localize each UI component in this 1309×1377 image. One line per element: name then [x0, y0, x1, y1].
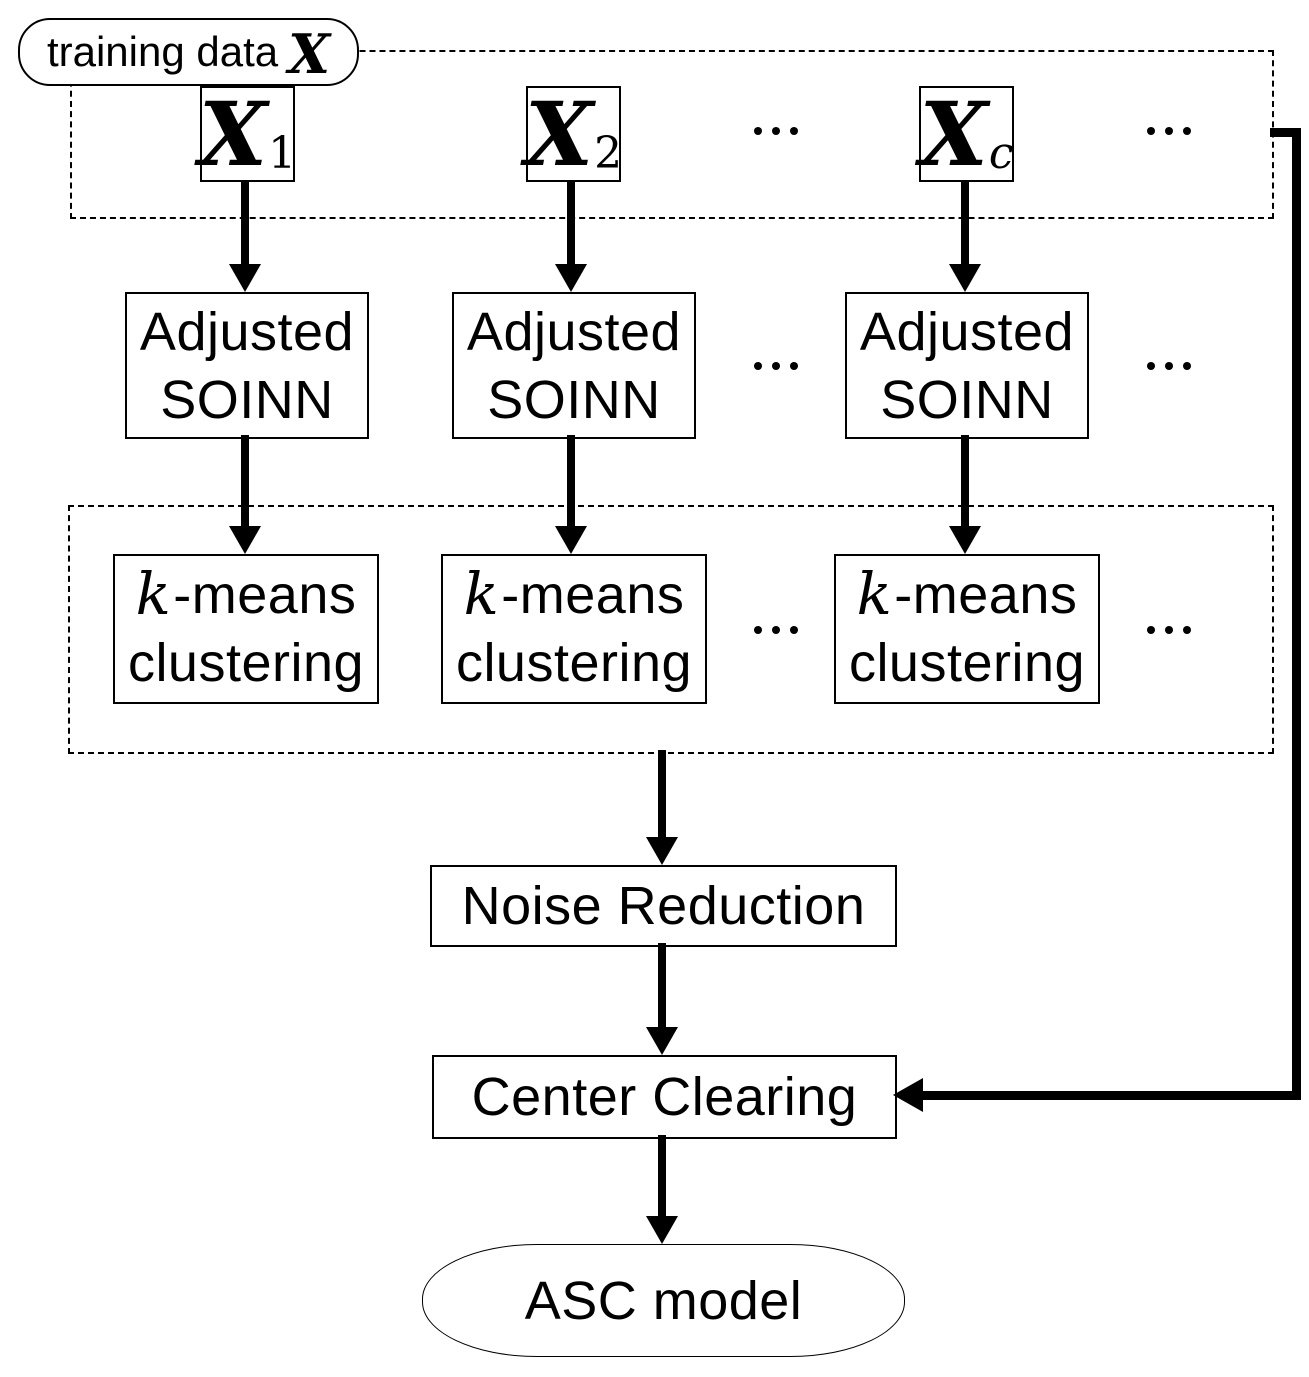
partition-subscript: c: [988, 128, 1014, 179]
dot: [1147, 626, 1155, 634]
arrow-partition3-to-soinn3-shaft: [961, 178, 969, 266]
arrow-kmeans-to-noise-shaft: [658, 750, 666, 839]
asc-model-label: ASC model: [524, 1270, 803, 1331]
feedback-line-top-segment: [1270, 128, 1301, 137]
ellipsis-row1-mid: [754, 127, 798, 135]
kmeans-line2: clustering: [127, 633, 365, 693]
arrow-soinn2-to-kmeans2-head: [555, 526, 587, 554]
soinn-line2: SOINN: [880, 369, 1054, 430]
arrow-noise-to-center-head: [646, 1027, 678, 1055]
ellipsis-row1-end: [1147, 127, 1191, 135]
kmeans-line2: clustering: [455, 633, 693, 693]
soinn-line1: Adjusted: [859, 301, 1075, 362]
training-data-symbol: X: [288, 22, 331, 86]
arrow-partition2-to-soinn2-shaft: [567, 178, 575, 266]
kmeans-k: k: [135, 560, 172, 628]
data-partition-box-1: X 1: [198, 82, 297, 186]
arrow-partition2-to-soinn2-head: [555, 264, 587, 292]
kmeans-stage-dashed-region: [68, 505, 1274, 754]
adjusted-soinn-box-3: Adjusted SOINN: [845, 292, 1089, 439]
asc-model-terminator: ASC model: [422, 1244, 905, 1357]
dot: [754, 626, 762, 634]
arrow-noise-to-center-shaft: [658, 943, 666, 1029]
center-clearing-label: Center Clearing: [471, 1067, 858, 1127]
adjusted-soinn-box-2: Adjusted SOINN: [452, 292, 696, 439]
noise-reduction-label: Noise Reduction: [461, 876, 866, 936]
dot: [1183, 626, 1191, 634]
partition-subscript: 2: [594, 128, 623, 179]
soinn-line2: SOINN: [160, 369, 334, 430]
feedback-line-bottom-segment: [921, 1091, 1301, 1100]
adjusted-soinn-box-1: Adjusted SOINN: [125, 292, 369, 439]
dot: [1147, 127, 1155, 135]
soinn-line2: SOINN: [487, 369, 661, 430]
kmeans-line2: clustering: [848, 633, 1086, 693]
training-data-badge: training data X: [18, 18, 359, 86]
dot: [772, 362, 780, 370]
arrow-center-to-asc-head: [646, 1216, 678, 1244]
kmeans-clustering-box-1: k -means clustering: [113, 554, 379, 704]
arrow-soinn1-to-kmeans1-shaft: [241, 435, 249, 528]
kmeans-k: k: [463, 560, 500, 628]
arrow-kmeans-to-noise-head: [646, 837, 678, 865]
arrow-partition3-to-soinn3-head: [949, 264, 981, 292]
ellipsis-row3-end: [1147, 626, 1191, 634]
partition-symbol: X: [198, 82, 268, 186]
data-partition-box-2: X 2: [524, 82, 623, 186]
partition-symbol: X: [919, 82, 988, 186]
dot: [790, 626, 798, 634]
kmeans-suffix: -means: [501, 565, 685, 625]
noise-reduction-box: Noise Reduction: [430, 865, 897, 947]
dot: [1165, 127, 1173, 135]
dot: [754, 127, 762, 135]
dot: [790, 362, 798, 370]
arrow-soinn2-to-kmeans2-shaft: [567, 435, 575, 528]
dot: [1165, 626, 1173, 634]
kmeans-k: k: [856, 560, 893, 628]
ellipsis-row2-end: [1147, 362, 1191, 370]
kmeans-suffix: -means: [173, 565, 357, 625]
dot: [1165, 362, 1173, 370]
dot: [754, 362, 762, 370]
training-data-label: training data: [46, 28, 279, 75]
dot: [772, 626, 780, 634]
dot: [790, 127, 798, 135]
arrow-soinn3-to-kmeans3-head: [949, 526, 981, 554]
soinn-line1: Adjusted: [466, 301, 682, 362]
arrow-partition1-to-soinn1-head: [229, 264, 261, 292]
feedback-arrow-head: [893, 1078, 923, 1112]
kmeans-suffix: -means: [894, 565, 1078, 625]
arrow-partition1-to-soinn1-shaft: [241, 178, 249, 266]
data-partition-box-3: X c: [919, 86, 1014, 182]
arrow-soinn3-to-kmeans3-shaft: [961, 435, 969, 528]
center-clearing-box: Center Clearing: [432, 1055, 897, 1139]
partition-subscript: 1: [268, 128, 297, 179]
ellipsis-row2-mid: [754, 362, 798, 370]
kmeans-clustering-box-3: k -means clustering: [834, 554, 1100, 704]
feedback-line-vertical-segment: [1292, 128, 1301, 1100]
kmeans-clustering-box-2: k -means clustering: [441, 554, 707, 704]
arrow-center-to-asc-shaft: [658, 1135, 666, 1218]
arrow-soinn1-to-kmeans1-head: [229, 526, 261, 554]
dot: [772, 127, 780, 135]
soinn-line1: Adjusted: [139, 301, 355, 362]
ellipsis-row3-mid: [754, 626, 798, 634]
dot: [1183, 362, 1191, 370]
partition-symbol: X: [524, 82, 594, 186]
dot: [1183, 127, 1191, 135]
dot: [1147, 362, 1155, 370]
